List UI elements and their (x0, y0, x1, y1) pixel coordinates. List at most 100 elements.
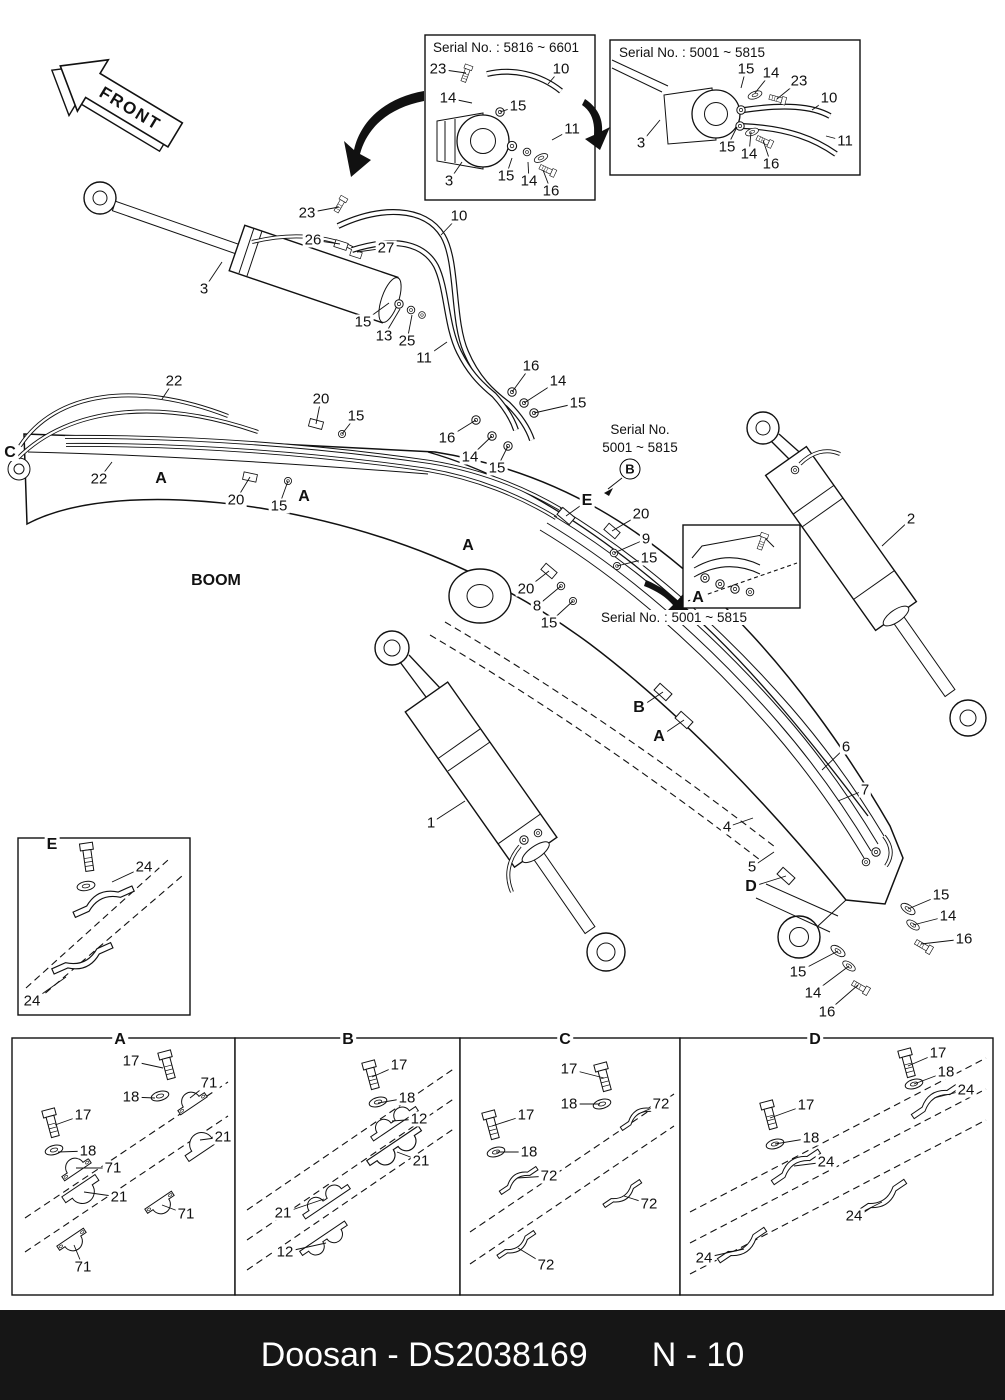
detail-box-d-art (679, 1037, 994, 1296)
part-number-label: 10 (448, 207, 470, 225)
footer-bar: Doosan - DS2038169 N - 10 (0, 1310, 1005, 1400)
footer-page-number: N - 10 (651, 1335, 745, 1374)
part-number-label: 20 (225, 491, 247, 509)
part-number-label: 15 (352, 313, 374, 331)
part-number-label: 14 (437, 89, 459, 107)
part-number-label: 23 (788, 72, 810, 90)
inset-top-left-title: Serial No. : 5816 ~ 6601 (431, 40, 581, 55)
part-number-label: 3 (197, 280, 211, 298)
part-number-label: 71 (198, 1074, 220, 1092)
inset-top-right-art (609, 39, 861, 176)
part-number-label: 27 (375, 239, 397, 257)
part-number-label: 10 (818, 89, 840, 107)
part-number-label: 4 (720, 818, 734, 836)
serial-callout-arrow (604, 477, 623, 496)
part-number-label: 17 (795, 1096, 817, 1114)
front-arrow: FRONT (50, 58, 184, 153)
footer-doc-code: Doosan - DS2038169 (260, 1335, 588, 1374)
part-number-label: 17 (72, 1106, 94, 1124)
section-callout-c: C (557, 1031, 573, 1048)
detail-box-a-art (11, 1037, 236, 1296)
part-number-label: 15 (930, 886, 952, 904)
part-number-label: 6 (839, 738, 853, 756)
detail-box-e-art (17, 837, 191, 1016)
part-number-label: 21 (108, 1188, 130, 1206)
detail-reference-arrows (344, 91, 688, 614)
boom-cylinder-2 (746, 411, 987, 737)
part-number-label: 72 (650, 1095, 672, 1113)
part-number-label: 1 (424, 814, 438, 832)
section-callout-a: A (460, 537, 476, 554)
part-number-label: 18 (518, 1143, 540, 1161)
part-number-label: 18 (120, 1088, 142, 1106)
part-number-label: 18 (800, 1129, 822, 1147)
part-number-label: 16 (760, 155, 782, 173)
boom-label: BOOM (189, 572, 243, 589)
boom-piping (16, 393, 893, 868)
part-number-label: 14 (937, 907, 959, 925)
part-number-label: 22 (88, 470, 110, 488)
section-callout-a: A (651, 728, 667, 745)
part-number-label: 3 (442, 172, 456, 190)
part-number-label: 17 (388, 1056, 410, 1074)
part-number-label: 11 (562, 120, 582, 138)
boom-body (7, 433, 904, 959)
part-number-label: 16 (540, 182, 562, 200)
part-number-label: 14 (547, 372, 569, 390)
part-number-label: 15 (638, 549, 660, 567)
part-number-label: 3 (634, 134, 648, 152)
section-callout-a: A (112, 1031, 128, 1048)
part-number-label: 20 (630, 505, 652, 523)
part-number-label: 71 (72, 1258, 94, 1276)
part-number-label: 16 (520, 357, 542, 375)
part-number-label: 72 (535, 1256, 557, 1274)
part-number-label: 25 (396, 332, 418, 350)
part-number-label: 18 (77, 1142, 99, 1160)
part-number-label: 72 (638, 1195, 660, 1213)
section-callout-e: E (579, 492, 595, 509)
part-number-label: 9 (639, 530, 653, 548)
serial-range-callout: Serial No. 5001 ~ 5815 (592, 421, 688, 457)
part-number-label: 16 (816, 1003, 838, 1021)
arm-cylinder-1 (374, 630, 626, 972)
part-number-label: 15 (716, 138, 738, 156)
part-number-label: 24 (815, 1153, 837, 1171)
part-number-label: 16 (953, 930, 975, 948)
inset-top-left-art (424, 34, 596, 201)
part-number-label: 26 (302, 231, 324, 249)
part-number-label: 14 (760, 64, 782, 82)
detail-box-b-art (234, 1037, 461, 1296)
part-number-label: 24 (843, 1207, 865, 1225)
part-number-label: 14 (802, 984, 824, 1002)
part-number-label: 21 (272, 1204, 294, 1222)
part-number-label: 14 (459, 448, 481, 466)
part-number-label: 23 (296, 204, 318, 222)
section-callout-a: A (153, 470, 169, 487)
part-number-label: 13 (373, 327, 395, 345)
part-number-label: 72 (538, 1167, 560, 1185)
serial-range-badge: B (619, 458, 641, 480)
inset-top-right-title: Serial No. : 5001 ~ 5815 (617, 45, 767, 60)
part-number-label: 20 (310, 390, 332, 408)
part-number-label: 7 (858, 781, 872, 799)
part-number-label: 15 (787, 963, 809, 981)
part-number-label: 24 (21, 992, 43, 1010)
section-callout-e: E (44, 836, 60, 853)
part-number-label: 15 (567, 394, 589, 412)
section-callout-c: C (2, 444, 18, 461)
section-callout-a: A (296, 488, 312, 505)
boom-cylinder-3 (83, 181, 426, 324)
part-number-label: 15 (495, 167, 517, 185)
part-number-label: 71 (175, 1205, 197, 1223)
section-callout-a: A (690, 589, 706, 606)
hydraulic-tubes-10-11 (336, 209, 535, 442)
part-number-label: 18 (558, 1095, 580, 1113)
part-number-label: 17 (515, 1106, 537, 1124)
inset-mid-right-title: Serial No. : 5001 ~ 5815 (599, 610, 749, 625)
serial-callout-line2: 5001 ~ 5815 (602, 439, 678, 455)
